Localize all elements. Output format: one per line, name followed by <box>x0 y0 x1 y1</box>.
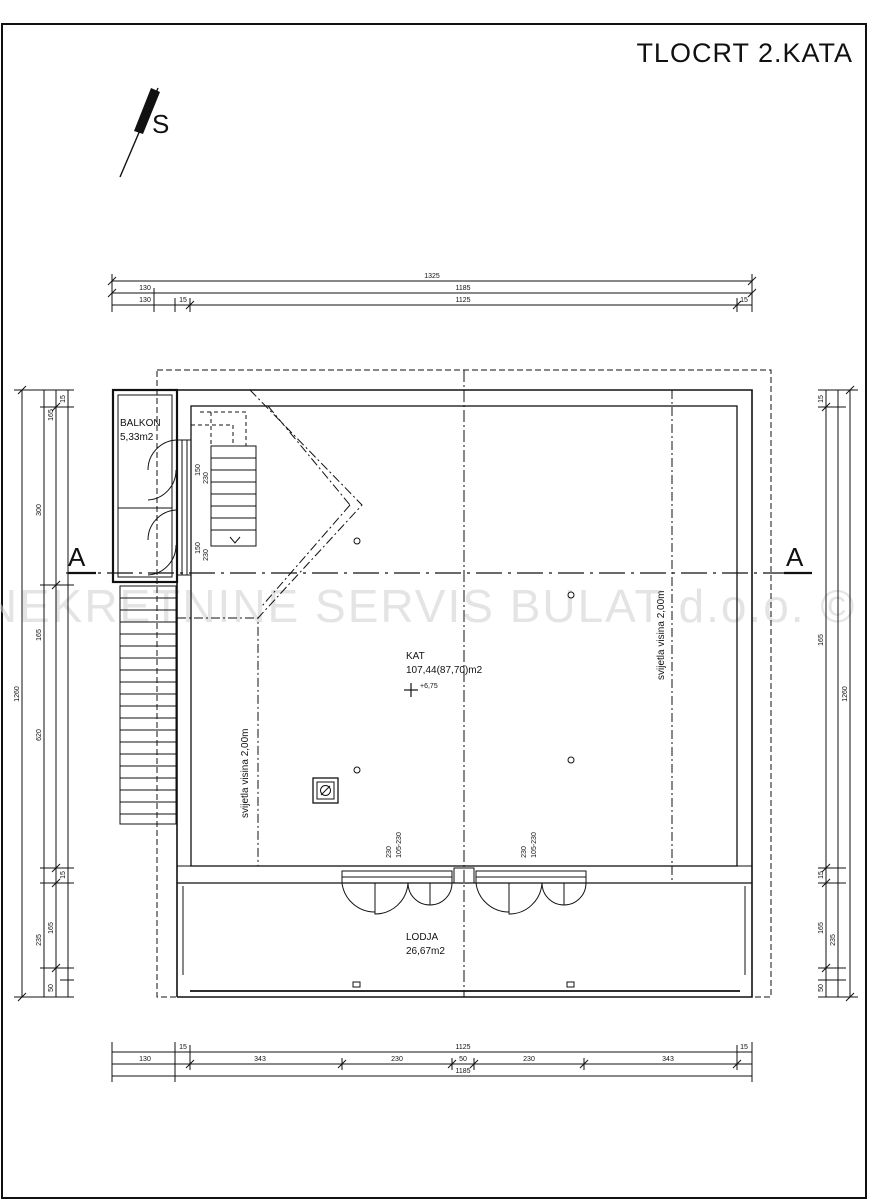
dim-bottom-overall: 1185 <box>455 1068 470 1075</box>
clear-height-left: svijetla visina 2,00m <box>240 729 251 818</box>
lodja-drains <box>352 981 575 988</box>
dim-bottom-seg-230a: 230 <box>391 1056 403 1063</box>
watermark: NEKRETNINE SERVIS BULAT d.o.o. © <box>0 580 856 632</box>
dim-right-a: 15 <box>818 395 825 403</box>
dim-bottom-offset-l: 15 <box>179 1044 187 1051</box>
dim-bottom-seg-230b: 230 <box>523 1056 535 1063</box>
north-label: S <box>152 109 169 139</box>
dim-right-c: 15 <box>818 871 825 879</box>
dim-left-overall: 1260 <box>14 686 21 702</box>
dim-left-a: 15 <box>60 395 67 403</box>
kat-level: +6,75 <box>420 683 438 690</box>
dim-right-overall: 1260 <box>842 686 849 702</box>
dim-left-b: 165 <box>48 409 55 421</box>
door1-sill: 105-230 <box>396 832 403 858</box>
kat-area: 107,44(87,70)m2 <box>406 665 483 676</box>
internal-staircase <box>191 411 257 547</box>
dim-bottom-seg-343a: 343 <box>254 1056 266 1063</box>
kat-name: KAT <box>406 651 425 662</box>
dim-right-e: 235 <box>830 934 837 946</box>
left-dimensions <box>14 385 74 1002</box>
dim-right-b: 165 <box>818 634 825 646</box>
dim-left-d: 165 <box>36 629 43 641</box>
door1-height: 230 <box>386 846 393 858</box>
sheet-frame <box>1 23 867 1199</box>
balkon-area: 5,33m2 <box>120 432 154 443</box>
drawing-title: TLOCRT 2.KATA <box>636 38 853 68</box>
right-dimensions <box>818 385 858 1002</box>
dim-left-c: 300 <box>36 504 43 516</box>
dim-bottom-side: 130 <box>139 1056 151 1063</box>
dim-bottom-clear: 1125 <box>455 1044 470 1051</box>
door2-sill: 105-230 <box>531 832 538 858</box>
dim-left-g: 165 <box>48 922 55 934</box>
dim-right-f: 50 <box>818 984 825 992</box>
chimney <box>312 777 339 804</box>
window2-sill: 230 <box>203 549 210 561</box>
dim-bottom-seg-50: 50 <box>459 1056 467 1063</box>
window1-height: 150 <box>195 464 202 476</box>
lodja-area: 26,67m2 <box>406 946 445 957</box>
external-staircase <box>119 585 177 825</box>
dim-left-i: 50 <box>48 984 55 992</box>
dim-top-offset-l: 15 <box>179 297 187 304</box>
dim-top-inner: 1185 <box>455 285 470 292</box>
dim-bottom-seg-343b: 343 <box>662 1056 674 1063</box>
window2-height: 150 <box>195 542 202 554</box>
ceiling-lights <box>353 537 575 774</box>
dim-left-h: 235 <box>36 934 43 946</box>
section-label-left: A <box>68 542 86 572</box>
dim-left-e: 620 <box>36 729 43 741</box>
dim-right-d: 165 <box>818 922 825 934</box>
roof-outline <box>156 369 772 998</box>
dim-top-overall: 1325 <box>424 273 440 280</box>
dim-top-offset-r: 15 <box>740 297 748 304</box>
section-label-right: A <box>786 542 804 572</box>
dim-top-side-a: 130 <box>139 285 151 292</box>
level-mark <box>404 683 418 697</box>
window1-sill: 230 <box>203 472 210 484</box>
bottom-dimensions <box>111 1042 753 1082</box>
roof-slope-lines <box>177 370 673 997</box>
lodja-doors <box>341 867 587 915</box>
door2-height: 230 <box>521 846 528 858</box>
balcony <box>111 388 191 584</box>
clear-height-right: svijetla visina 2,00m <box>656 591 667 680</box>
north-arrow: S <box>119 87 169 178</box>
dim-left-f: 15 <box>60 871 67 879</box>
dim-bottom-offset-r: 15 <box>740 1044 748 1051</box>
top-dimensions <box>107 274 757 312</box>
dim-top-clear: 1125 <box>455 297 470 304</box>
balkon-name: BALKON <box>120 418 161 429</box>
lodja-name: LODJA <box>406 932 439 943</box>
dim-top-side-b: 130 <box>139 297 151 304</box>
